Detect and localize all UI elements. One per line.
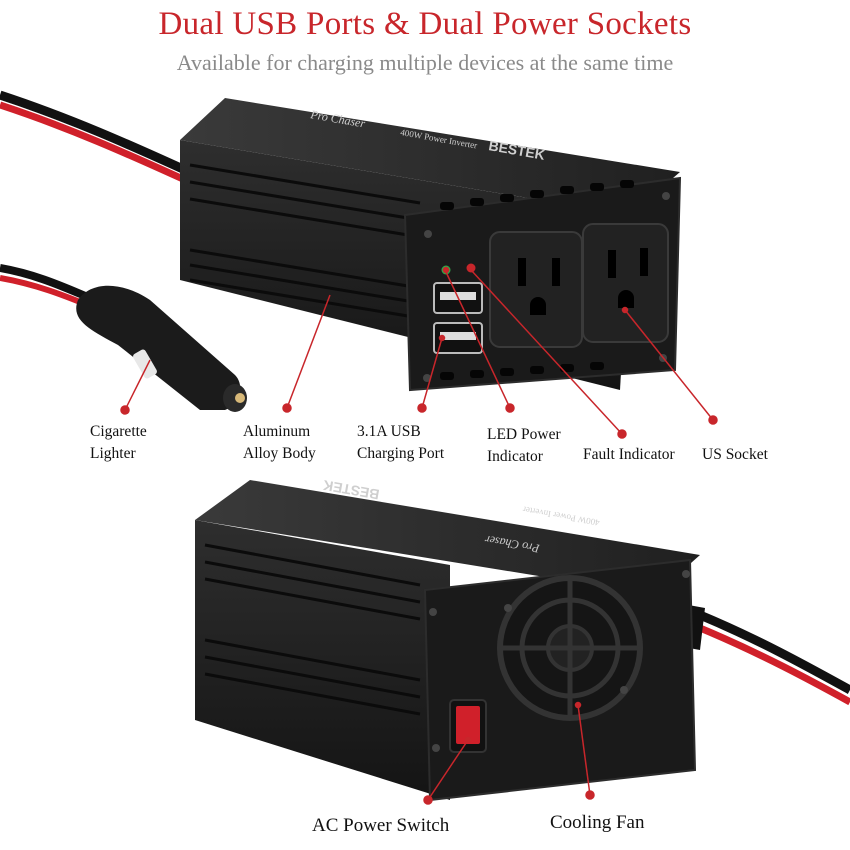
page-subtitle: Available for charging multiple devices … <box>176 50 674 75</box>
inverter-bottom: Pro Chaser 400W Power Inverter BESTEK <box>195 477 700 802</box>
label-line: Alloy Body <box>243 445 316 462</box>
model-text-bottom: 400W Power Inverter <box>522 505 600 528</box>
label-line: Indicator <box>487 448 543 465</box>
label-aluminum-body: Aluminum Alloy Body <box>243 421 316 465</box>
label-us-socket: US Socket <box>702 446 768 463</box>
label-line: Charging Port <box>357 445 445 462</box>
label-led-indicator: LED Power Indicator <box>487 424 561 468</box>
label-line: Cigarette <box>90 423 147 440</box>
inverter-top: Pro Chaser 400W Power Inverter BESTEK <box>180 98 682 392</box>
label-fault-indicator: Fault Indicator <box>583 446 675 463</box>
page-title: Dual USB Ports & Dual Power Sockets <box>158 6 692 42</box>
us-socket <box>489 223 669 348</box>
label-ac-power-switch: AC Power Switch <box>312 815 450 836</box>
label-line: Lighter <box>90 445 136 462</box>
callout-lines-bottom <box>423 701 595 805</box>
label-usb-port: 3.1A USB Charging Port <box>357 421 444 465</box>
cooling-fan-icon <box>497 575 643 721</box>
label-line: LED Power <box>487 426 561 443</box>
callout-lines-top <box>120 264 718 439</box>
label-cigarette-lighter: Cigarette Lighter <box>90 421 147 465</box>
label-line: Aluminum <box>243 423 311 440</box>
label-cooling-fan: Cooling Fan <box>550 812 645 833</box>
cable-top <box>0 90 187 184</box>
label-line: 3.1A USB <box>357 423 421 440</box>
cigarette-lighter-plug <box>0 264 247 412</box>
ac-power-switch <box>449 699 487 753</box>
